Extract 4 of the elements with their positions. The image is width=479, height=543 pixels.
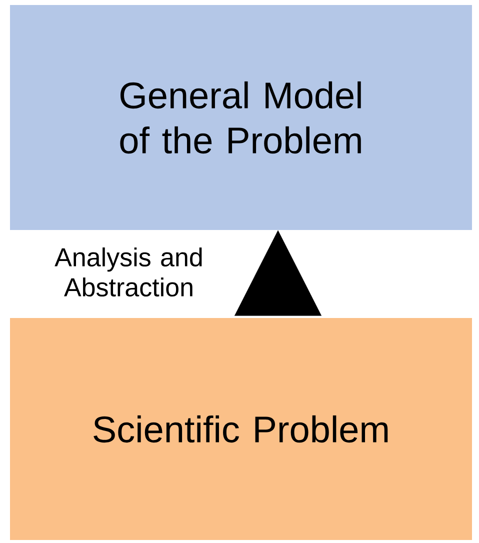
box: General Model of the Problem [10,5,472,230]
arrow [234,230,322,316]
edge-label: Analysis and Abstraction [54,247,202,297]
box: Scientific Problem [10,318,472,540]
